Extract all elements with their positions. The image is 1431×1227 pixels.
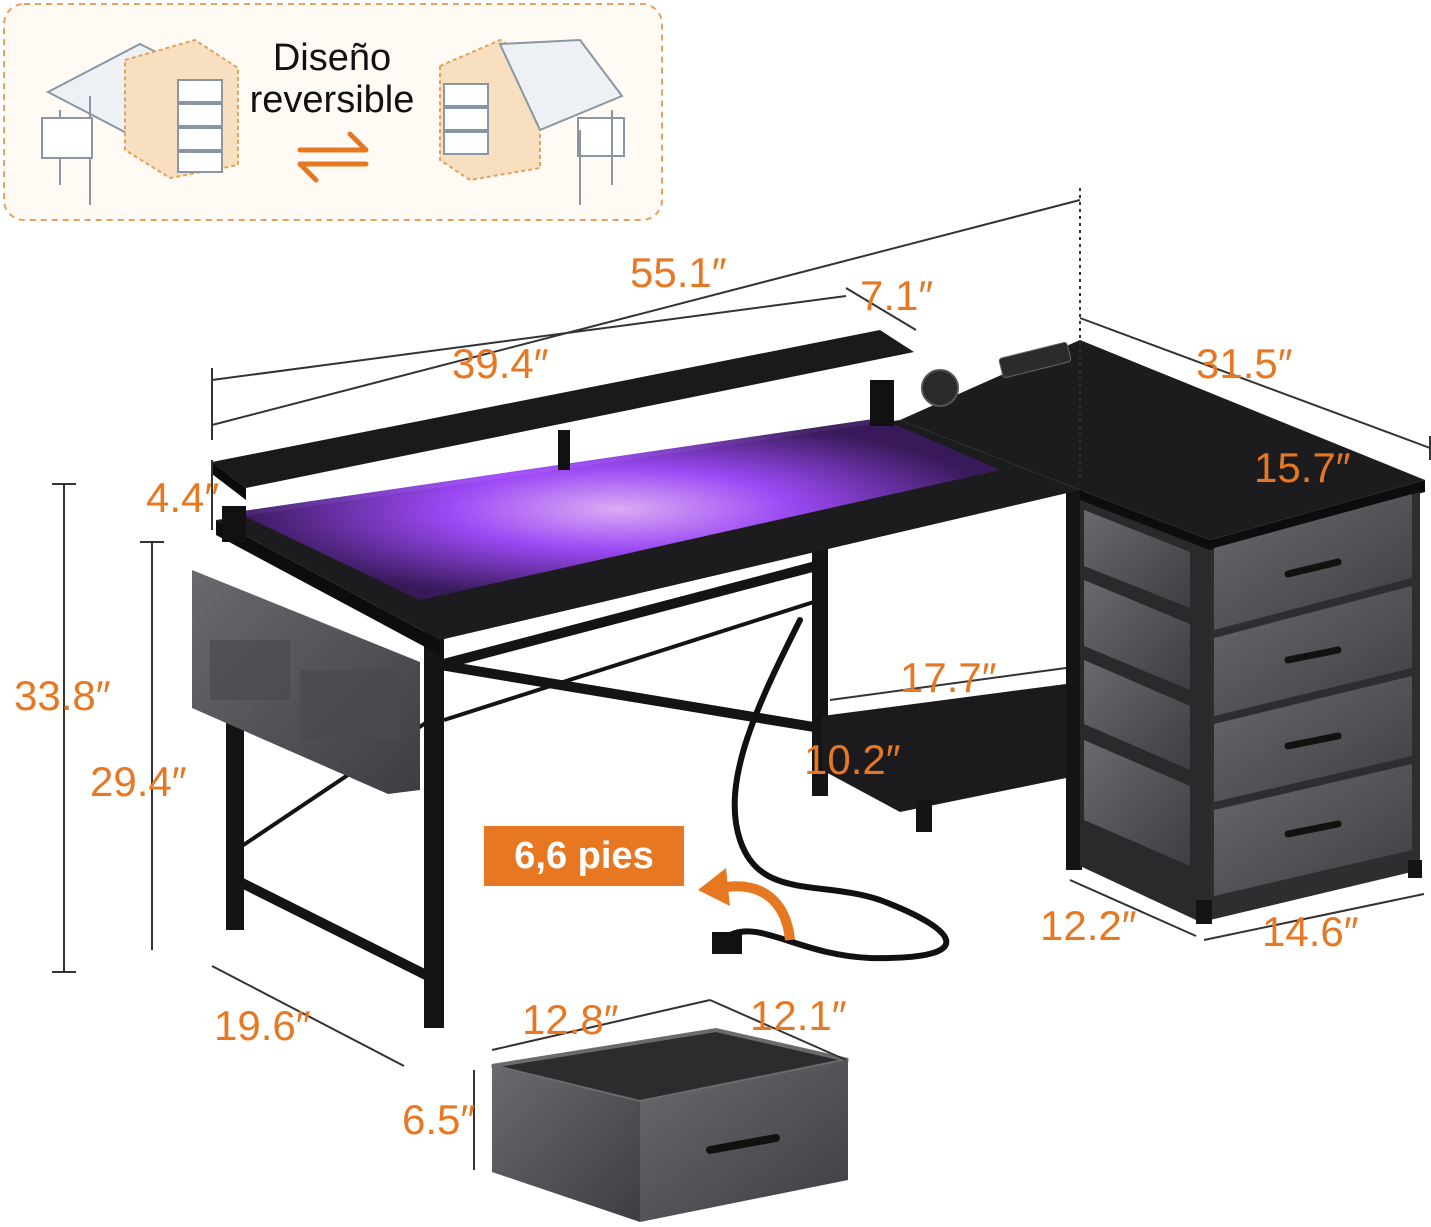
drawer-front-2 [1214, 586, 1412, 716]
dim-drawer-depth: 12.1″ [750, 992, 847, 1039]
desk-legs [226, 490, 1082, 1028]
cord-length-label: 6,6 pies [514, 835, 653, 877]
dim-cabinet-depth: 12.2″ [1040, 902, 1137, 949]
dim-lower-shelf-width: 17.7″ [900, 654, 997, 701]
dim-desk-height: 29.4″ [90, 758, 187, 805]
dim-shelf-offset: 7.1″ [860, 272, 933, 319]
dim-drawer-width: 12.8″ [522, 996, 619, 1043]
dim-shelf-height: 4.4″ [146, 474, 219, 521]
side-storage-bag [192, 570, 420, 794]
reversible-title-line2: reversible [250, 79, 415, 121]
power-outlet-icon [998, 341, 1072, 379]
dim-drawer-height: 6.5″ [402, 1096, 475, 1143]
dim-return-length: 31.5″ [1196, 340, 1293, 387]
dimension-labels: 55.1″ 7.1″ 39.4″ 31.5″ 15.7″ 4.4″ 33.8″ … [14, 249, 1359, 1143]
single-drawer [491, 1027, 849, 1222]
return-top [900, 340, 1425, 540]
l-shaped-desk: 6,6 pies [192, 330, 1425, 1028]
dim-desk-depth: 19.6″ [214, 1002, 311, 1049]
shelf-support [558, 430, 570, 470]
reversible-design-panel: Diseño reversible [3, 3, 663, 221]
lower-shelf [822, 684, 1066, 812]
dim-monitor-shelf-width: 39.4″ [452, 340, 549, 387]
desk-layout-left-icon [41, 38, 239, 205]
reversible-title-line1: Diseño [273, 37, 391, 79]
dim-return-depth: 15.7″ [1254, 444, 1351, 491]
drawer-front-1 [1214, 494, 1412, 630]
curved-arrow-icon [719, 881, 795, 941]
power-cord [712, 617, 950, 962]
dim-total-height: 33.8″ [14, 672, 111, 719]
swap-arrows-icon [297, 131, 369, 183]
drawer-cabinet [1080, 492, 1422, 924]
desk-layout-right-icon [439, 38, 625, 205]
power-plug-icon [712, 932, 742, 954]
drawer-handle-icon [706, 1134, 780, 1154]
dim-lower-shelf-depth: 10.2″ [804, 736, 901, 783]
monitor-shelf [212, 330, 914, 488]
led-light-glow [236, 418, 1000, 600]
wireless-charger-icon [921, 369, 959, 407]
dimension-lines [52, 188, 1431, 1170]
cord-length-badge: 6,6 pies [484, 826, 795, 941]
dim-cabinet-width: 14.6″ [1262, 908, 1359, 955]
dim-total-width: 55.1″ [630, 249, 727, 296]
